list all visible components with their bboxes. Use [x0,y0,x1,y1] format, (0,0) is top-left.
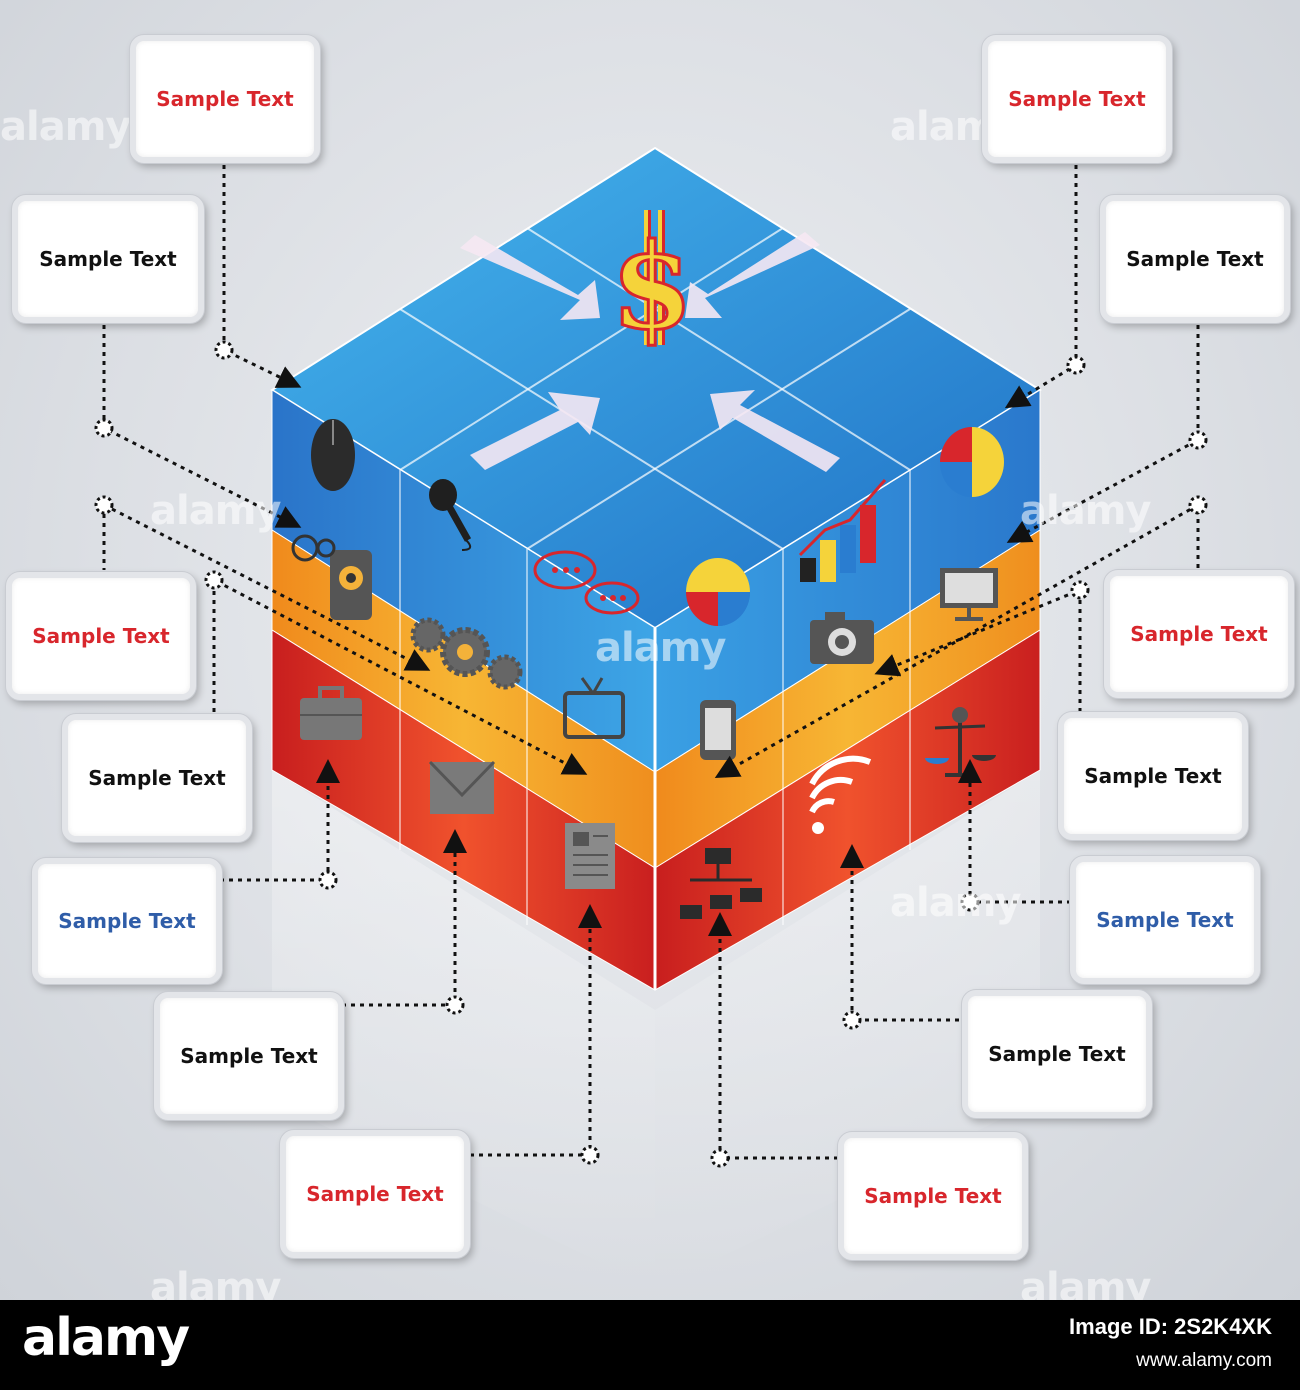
dollar-icon: $ [609,210,695,358]
monitor-icon [940,568,998,621]
connector-nodes [94,340,1208,1168]
callout-box: Sample Text [1070,856,1260,984]
watermark-text: alamy [890,880,1021,926]
cube-top-face: $ [270,146,1042,630]
network-icon [680,848,762,919]
camera-icon [810,612,874,664]
cube-right-face [653,389,1041,991]
watermark-text: alamy [1020,488,1151,534]
envelope-icon [428,760,496,814]
chat-bubbles-icon [533,550,640,615]
footer-brand-logo: alamy [22,1308,190,1368]
watermark-text: alamy [595,625,726,671]
callout-text: Sample Text [180,1044,318,1068]
watermark-text: alamy [1020,1265,1151,1300]
watermark-text: alamy [150,1265,281,1300]
callout-text: Sample Text [864,1184,1002,1208]
watermark-text: alamy [0,104,131,150]
callout-box: Sample Text [12,195,204,323]
callout-text: Sample Text [1096,908,1234,932]
top-arrow-se [710,390,840,472]
callout-box: Sample Text [62,714,252,842]
footer-bar: alamy Image ID: 2S2K4XK www.alamy.com [0,1300,1300,1390]
callout-box: Sample Text [962,990,1152,1118]
tablet-icon [700,700,736,760]
callout-text: Sample Text [306,1182,444,1206]
top-arrow-sw [470,392,600,470]
callout-text: Sample Text [1130,622,1268,646]
bar-chart-icon [798,479,887,582]
watermark-text: alamy [150,488,281,534]
webcam-icon [291,534,372,620]
callout-box: Sample Text [130,35,320,163]
callout-box: Sample Text [838,1132,1028,1260]
document-icon [565,823,615,889]
callout-text: Sample Text [1008,87,1146,111]
pie-chart-icon [686,558,750,626]
briefcase-icon [300,686,362,740]
callout-text: Sample Text [1084,764,1222,788]
pie-chart-icon [940,427,1004,497]
callout-box: Sample Text [6,572,196,700]
callout-box: Sample Text [154,992,344,1120]
mouse-icon [311,419,355,491]
cube-reflection [272,770,1040,1290]
microphone-icon [429,479,472,551]
diagram-canvas: $ [0,0,1300,1300]
footer-image-id: Image ID: 2S2K4XK [1069,1314,1272,1339]
callout-text: Sample Text [1126,247,1264,271]
callout-text: Sample Text [32,624,170,648]
callout-text: Sample Text [88,766,226,790]
svg-text:$: $ [611,217,693,356]
top-arrow-nw [460,235,600,320]
top-arrow-ne [685,232,820,318]
cube-diagram: $ [94,146,1208,1290]
callout-box: Sample Text [32,858,222,984]
callout-text: Sample Text [988,1042,1126,1066]
callout-box: Sample Text [1104,570,1294,698]
callout-text: Sample Text [58,909,196,933]
callout-text: Sample Text [156,87,294,111]
rss-icon [809,755,872,834]
footer-url: www.alamy.com [1136,1350,1272,1371]
tv-icon [563,677,625,739]
callout-text: Sample Text [39,247,177,271]
callout-box: Sample Text [982,35,1172,163]
callout-box: Sample Text [1058,712,1248,840]
callout-box: Sample Text [1100,195,1290,323]
callout-box: Sample Text [280,1130,470,1258]
